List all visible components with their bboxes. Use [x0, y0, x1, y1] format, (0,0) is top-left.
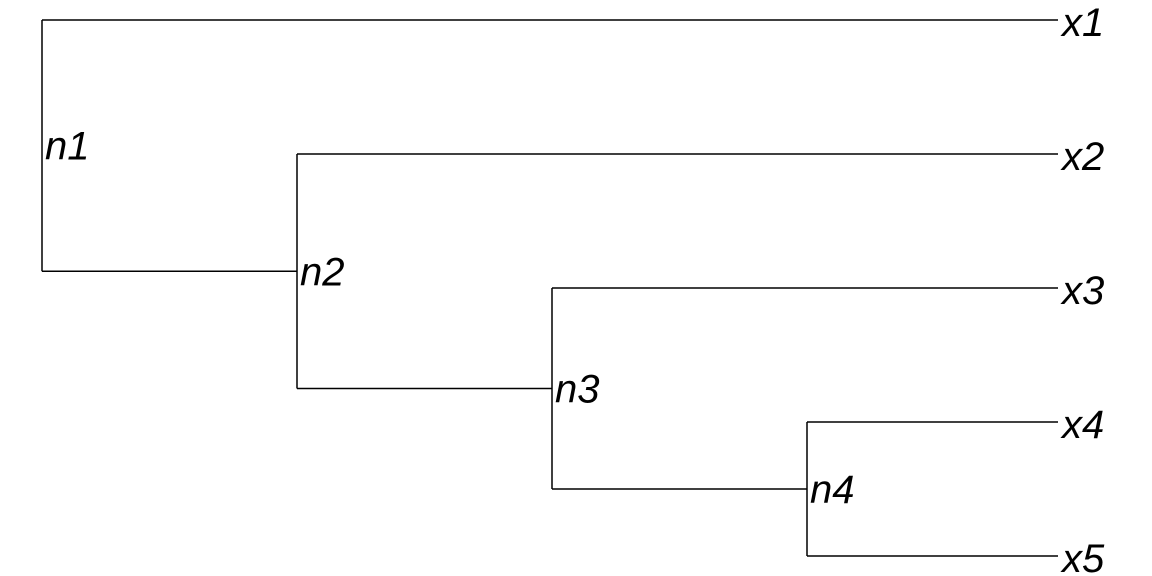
- node-label-n2: n2: [300, 250, 345, 294]
- tip-label-x5: x5: [1060, 537, 1105, 576]
- tip-label-x1: x1: [1060, 1, 1104, 45]
- tree-branches: [41, 19, 1058, 557]
- node-label-n3: n3: [555, 368, 600, 412]
- tip-label-x2: x2: [1060, 135, 1104, 179]
- tree-labels: n1 n2 n3 n4 x1 x2 x3 x4 x5: [45, 1, 1105, 576]
- node-label-n1: n1: [45, 125, 90, 169]
- tip-label-x3: x3: [1060, 269, 1104, 313]
- node-label-n4: n4: [810, 468, 855, 512]
- tip-label-x4: x4: [1060, 403, 1104, 447]
